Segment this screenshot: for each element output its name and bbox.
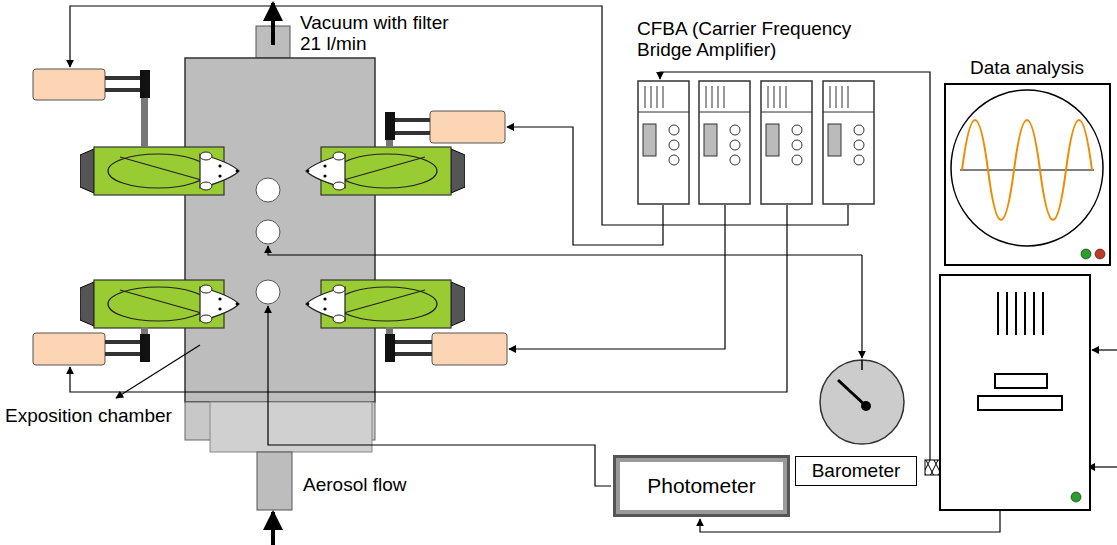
computer	[940, 275, 1090, 510]
pressure-transducer	[395, 118, 430, 122]
flow-label: Aerosol flow	[303, 474, 407, 495]
exposition-chamber	[185, 58, 375, 402]
computer	[940, 275, 1090, 510]
pressure-transducer	[395, 131, 430, 135]
photometer-box: Photometer	[613, 455, 790, 517]
pressure-transducer	[105, 340, 140, 344]
pressure-gauge	[820, 360, 904, 444]
monitor	[962, 120, 1092, 220]
bridge-amplifier	[638, 81, 689, 204]
signal-wire	[507, 127, 663, 245]
pressure-transducer	[105, 352, 140, 356]
box-text: Barometer	[812, 460, 901, 482]
monitor	[960, 170, 1094, 171]
part-label: Exposition chamber	[5, 405, 172, 426]
bridge-amplifier	[638, 81, 874, 204]
pressure-gauge	[861, 360, 863, 370]
monitor	[1081, 249, 1091, 259]
pressure-gauge	[820, 360, 904, 444]
flow-arrow	[271, 3, 275, 45]
computer	[978, 396, 1062, 410]
exposition-chamber	[185, 26, 375, 510]
signal-wire	[1088, 466, 1117, 467]
device-label: CFBA (Carrier Frequency Bridge Amplifier…	[637, 18, 877, 60]
pressure-transducer	[385, 112, 395, 140]
computer	[1033, 292, 1035, 335]
pressure-transducer	[385, 334, 395, 362]
pressure-transducer	[140, 70, 150, 98]
pressure-transducer	[141, 327, 148, 334]
monitor	[945, 84, 1110, 265]
pressure-transducer	[105, 76, 140, 80]
exposition-chamber	[257, 452, 292, 510]
device-label: Data analysis	[970, 57, 1084, 78]
exposition-chamber	[256, 178, 280, 202]
mouse-tube	[306, 280, 465, 328]
pressure-transducer	[141, 98, 148, 147]
pressure-transducer	[432, 333, 507, 365]
pressure-transducer	[33, 69, 507, 365]
pressure-transducer	[430, 111, 505, 143]
mouse-tube	[80, 147, 239, 195]
bridge-amplifier	[761, 81, 812, 204]
pressure-transducer	[395, 352, 432, 356]
signal-wire	[116, 345, 200, 398]
flow-label: Vacuum with filter 21 l/min	[300, 12, 450, 54]
computer	[997, 292, 999, 335]
computer	[1024, 292, 1026, 335]
monitor	[951, 90, 1103, 246]
box-text: Photometer	[647, 474, 756, 498]
exposition-chamber	[256, 220, 280, 244]
bridge-amplifier	[699, 81, 750, 204]
monitor	[1095, 249, 1105, 259]
computer	[1042, 292, 1044, 335]
pressure-transducer	[140, 334, 150, 362]
signal-wire	[861, 255, 862, 358]
signal-wire	[70, 6, 1117, 532]
pressure-transducer	[386, 327, 393, 334]
pressure-transducer	[105, 88, 140, 92]
flow-arrow	[273, 3, 274, 545]
signal-wire	[1092, 349, 1117, 350]
computer	[1015, 292, 1017, 335]
bridge-amplifier	[823, 81, 874, 204]
computer	[995, 374, 1047, 388]
pressure-transducer	[395, 340, 432, 344]
pressure-gauge	[861, 401, 871, 411]
computer	[1071, 492, 1081, 502]
exposition-chamber	[256, 280, 280, 304]
signal-wire	[268, 246, 862, 255]
monitor	[945, 84, 1110, 265]
signal-wire	[70, 205, 787, 392]
signal-wire	[660, 72, 930, 460]
pressure-transducer	[33, 69, 105, 100]
mouse-tube	[80, 280, 239, 328]
pressure-gauge	[838, 380, 866, 406]
signal-wire	[268, 306, 611, 486]
mouse-tube	[80, 147, 465, 328]
signal-wire	[509, 205, 725, 349]
flow-arrow	[271, 512, 275, 545]
pressure-transducer	[386, 140, 393, 147]
pressure-transducer	[33, 333, 105, 365]
computer	[1006, 292, 1008, 335]
mouse-tube	[306, 147, 465, 195]
barometer-box: Barometer	[795, 456, 917, 486]
